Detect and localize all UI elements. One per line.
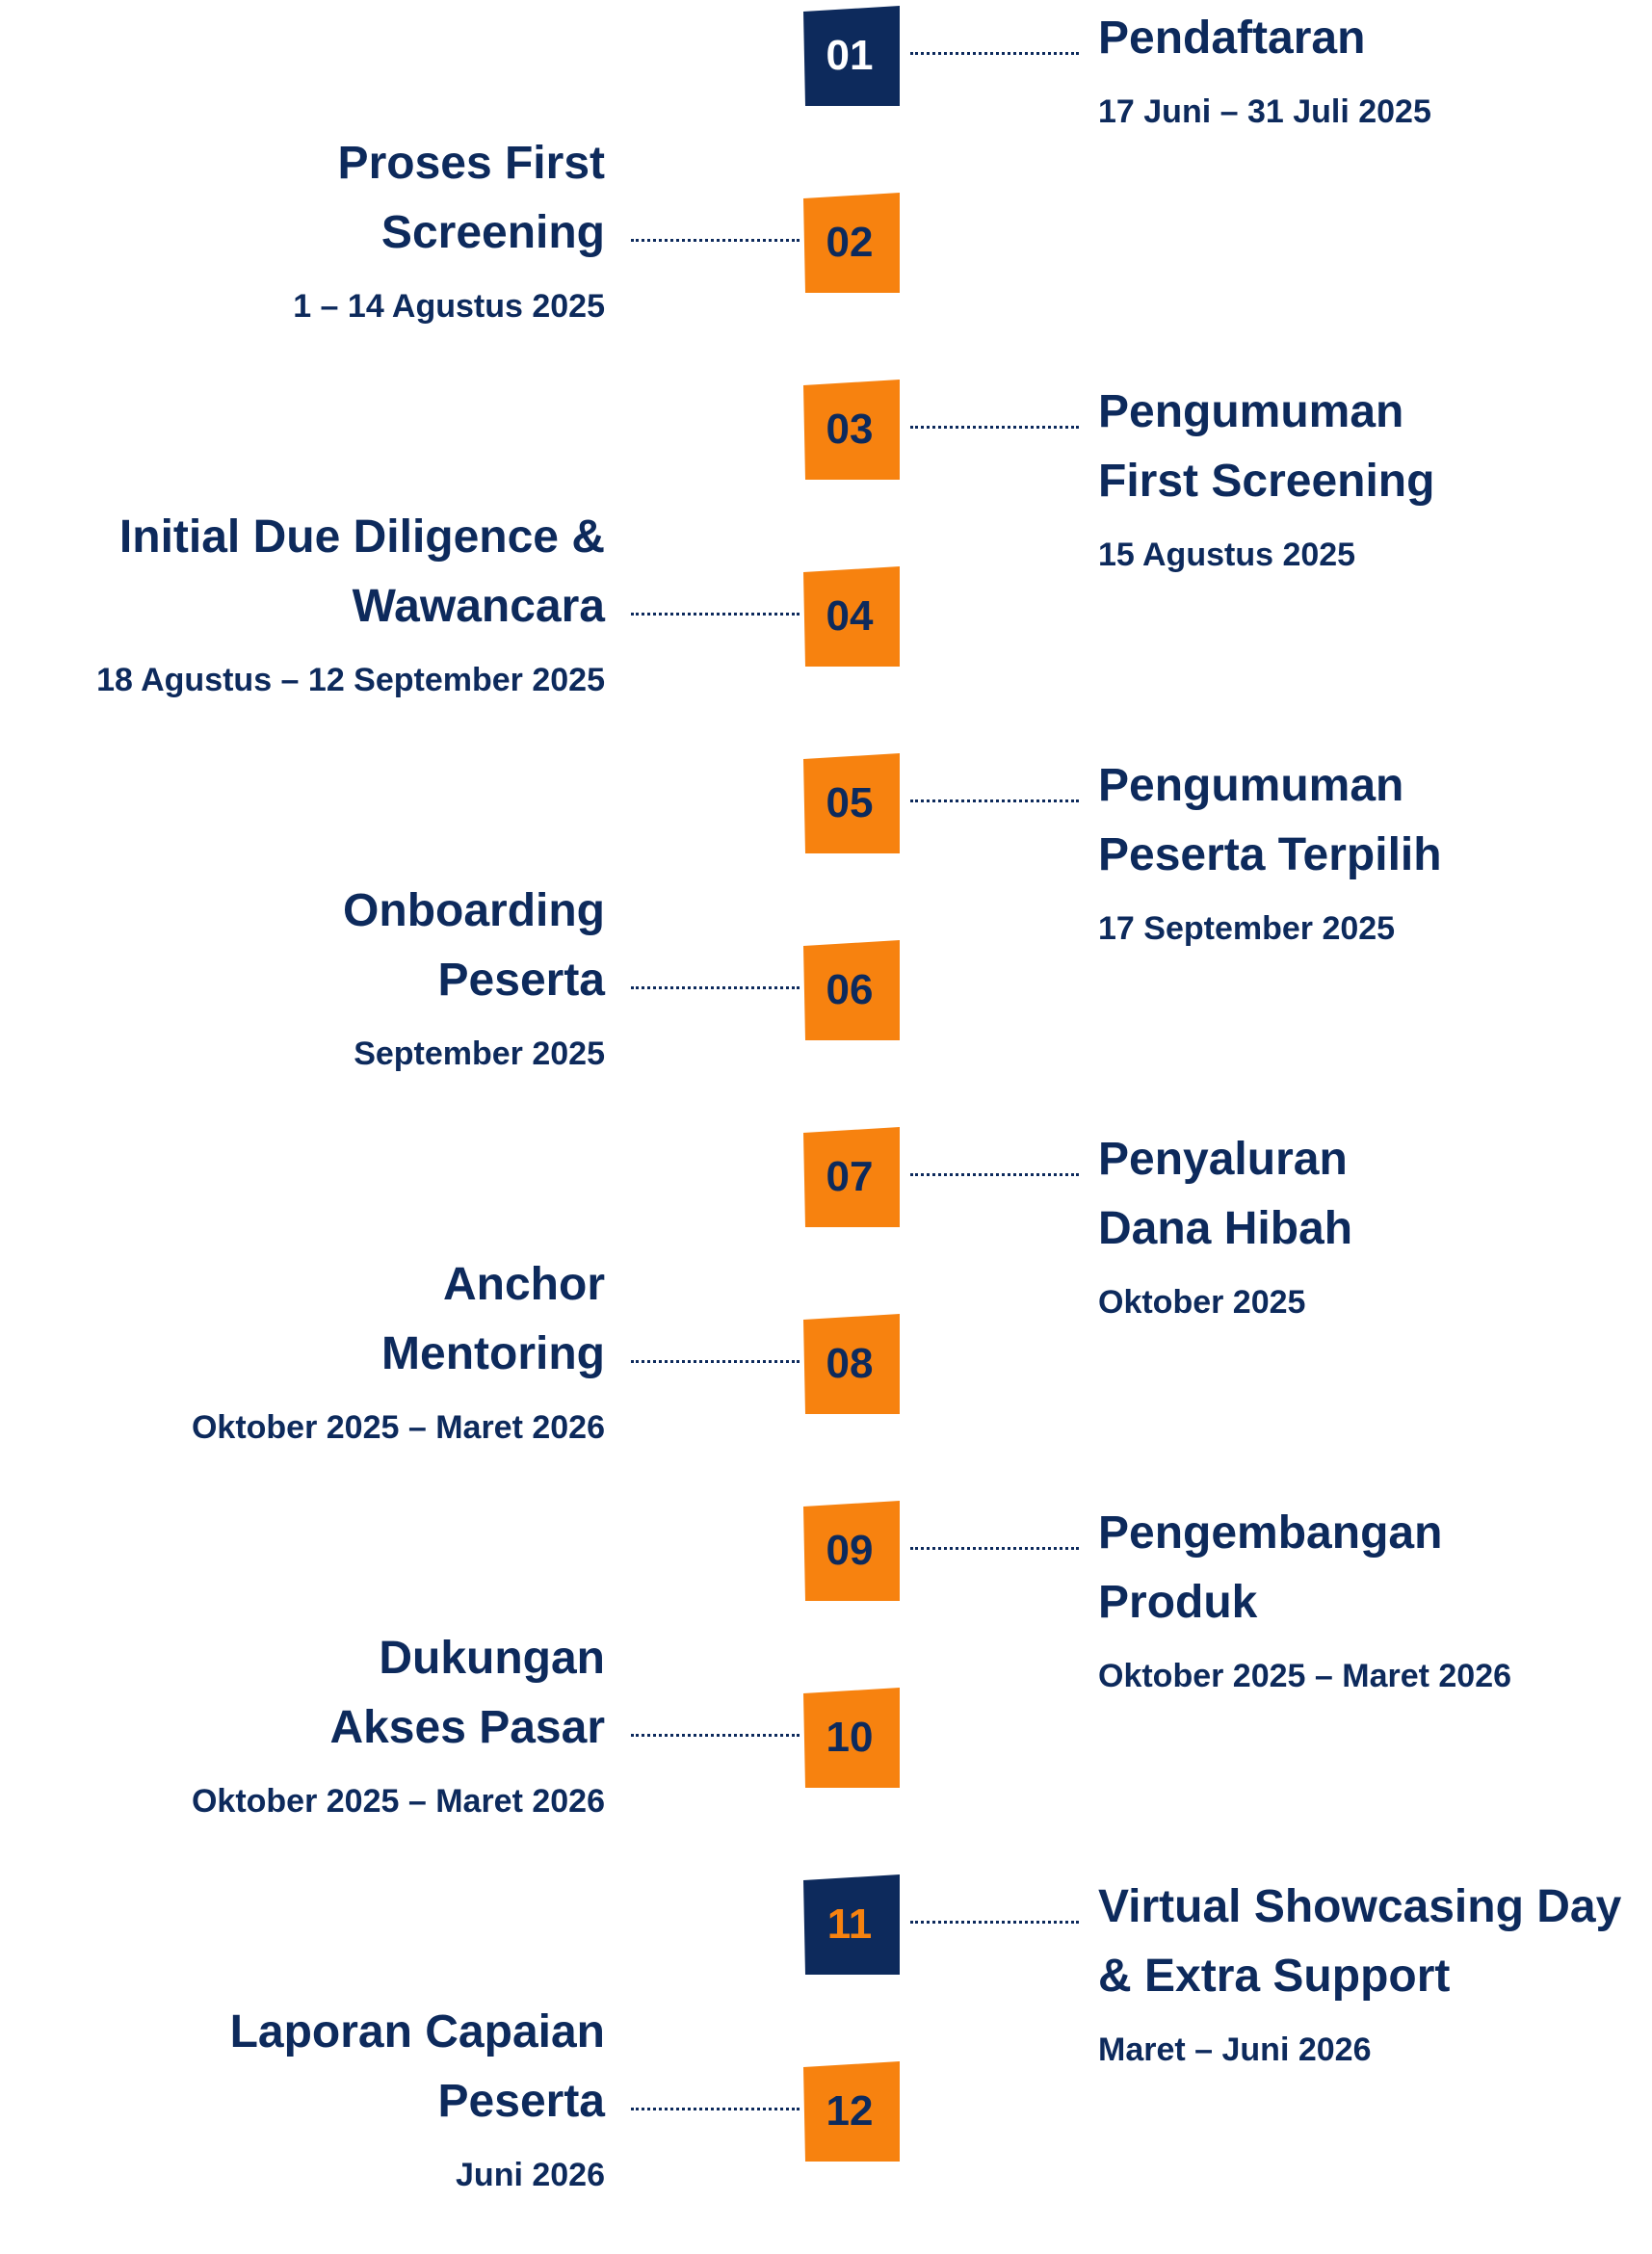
step-title-line: Anchor — [443, 1259, 605, 1310]
step-badge-07: 07 — [800, 1127, 900, 1227]
step-connector-02 — [631, 239, 800, 242]
step-title-11: Virtual Showcasing Day & Extra Support — [1098, 1873, 1638, 2011]
step-number: 10 — [826, 1714, 874, 1761]
step-connector-07 — [910, 1173, 1079, 1176]
badge-shape — [803, 753, 900, 853]
badge-shape — [803, 1127, 900, 1227]
step-date-11: Maret – Juni 2026 — [1098, 2031, 1372, 2068]
step-number: 01 — [826, 32, 874, 79]
step-number: 02 — [826, 219, 874, 266]
step-badge-09: 09 — [800, 1501, 900, 1601]
step-title-line: Wawancara — [352, 581, 605, 632]
step-number: 07 — [826, 1153, 874, 1200]
step-badge-04: 04 — [800, 566, 900, 667]
step-title-line: Peserta Terpilih — [1098, 829, 1442, 880]
step-badge-12: 12 — [800, 2061, 900, 2162]
badge-shape — [803, 566, 900, 667]
step-badge-06: 06 — [800, 940, 900, 1040]
step-title-line: Initial Due Diligence & — [118, 511, 605, 563]
step-title-line: First Screening — [1098, 456, 1435, 507]
step-number: 09 — [826, 1527, 874, 1574]
step-number: 04 — [826, 592, 874, 640]
step-title-04: Initial Due Diligence & Wawancara — [66, 503, 605, 642]
step-title-line: Onboarding — [343, 885, 605, 936]
step-date-10: Oktober 2025 – Maret 2026 — [191, 1783, 605, 1820]
step-connector-03 — [910, 426, 1079, 429]
step-connector-08 — [631, 1360, 800, 1363]
step-badge-01: 01 — [800, 6, 900, 106]
step-title-line: & Extra Support — [1098, 1951, 1451, 2002]
step-badge-10: 10 — [800, 1688, 900, 1788]
badge-shape — [803, 380, 900, 480]
step-number: 08 — [826, 1340, 874, 1387]
step-number: 05 — [826, 779, 874, 826]
step-title-line: Pendaftaran — [1098, 13, 1366, 64]
step-title-line: Produk — [1098, 1577, 1258, 1628]
step-connector-11 — [910, 1921, 1079, 1924]
step-date-08: Oktober 2025 – Maret 2026 — [191, 1409, 605, 1446]
badge-shape — [803, 1874, 900, 1975]
badge-shape — [803, 1314, 900, 1414]
step-connector-09 — [910, 1547, 1079, 1550]
badge-shape — [803, 1688, 900, 1788]
step-title-line: Dukungan — [379, 1633, 605, 1684]
step-title-line: Screening — [380, 207, 605, 258]
step-title-line: Pengumuman — [1098, 386, 1404, 437]
step-connector-06 — [631, 986, 800, 989]
step-date-09: Oktober 2025 – Maret 2026 — [1098, 1658, 1512, 1694]
step-date-03: 15 Agustus 2025 — [1098, 537, 1356, 573]
step-badge-05: 05 — [800, 753, 900, 853]
step-connector-12 — [631, 2108, 800, 2110]
step-badge-11: 11 — [800, 1874, 900, 1975]
step-title-line: Virtual Showcasing Day — [1098, 1881, 1622, 1932]
step-date-04: 18 Agustus – 12 September 2025 — [96, 662, 605, 698]
step-number: 11 — [826, 1900, 873, 1948]
step-connector-05 — [910, 799, 1079, 802]
step-badge-02: 02 — [800, 193, 900, 293]
step-date-01: 17 Juni – 31 Juli 2025 — [1098, 93, 1431, 130]
step-badge-08: 08 — [800, 1314, 900, 1414]
step-date-06: September 2025 — [354, 1035, 605, 1072]
step-title-line: Pengembangan — [1098, 1507, 1443, 1559]
step-number: 06 — [826, 966, 874, 1013]
step-title-line: Pengumuman — [1098, 760, 1404, 811]
badge-shape — [803, 1501, 900, 1601]
badge-shape — [803, 940, 900, 1040]
step-title-01: Pendaftaran — [1098, 4, 1638, 73]
step-title-line: Laporan Capaian — [229, 2006, 605, 2057]
step-date-12: Juni 2026 — [456, 2157, 605, 2193]
step-number: 12 — [826, 2087, 874, 2135]
step-title-line: Peserta — [437, 955, 605, 1006]
badge-shape — [803, 193, 900, 293]
step-title-line: Akses Pasar — [329, 1702, 605, 1753]
step-connector-01 — [910, 52, 1079, 55]
step-number: 03 — [826, 406, 874, 453]
step-date-05: 17 September 2025 — [1098, 910, 1396, 947]
step-date-02: 1 – 14 Agustus 2025 — [293, 288, 605, 325]
step-title-line: Peserta — [437, 2076, 605, 2127]
step-title-line: Proses First — [337, 138, 605, 189]
step-connector-10 — [631, 1734, 800, 1737]
step-title-line: Mentoring — [381, 1328, 605, 1379]
step-title-line: Penyaluran — [1098, 1134, 1348, 1185]
step-badge-03: 03 — [800, 380, 900, 480]
step-connector-04 — [631, 613, 800, 616]
step-date-07: Oktober 2025 — [1098, 1284, 1306, 1321]
badge-shape — [803, 6, 900, 106]
badge-shape — [803, 2061, 900, 2162]
step-title-line: Dana Hibah — [1098, 1203, 1353, 1254]
